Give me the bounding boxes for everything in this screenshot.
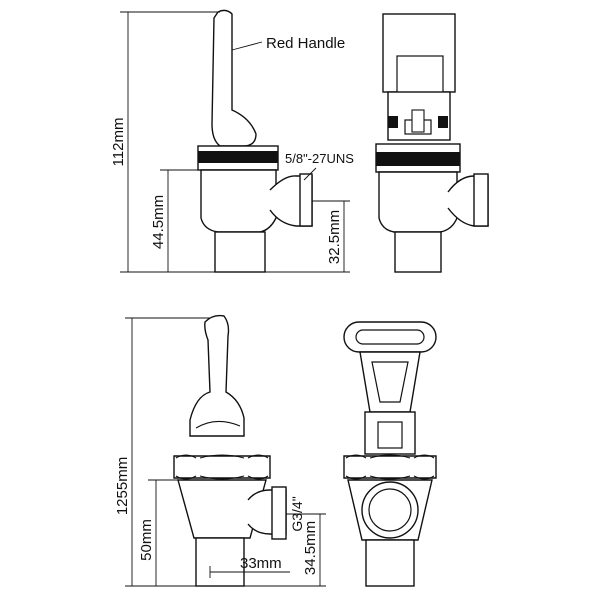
- bottom-right-hex-nut: [343, 455, 437, 479]
- bottom-right-spout: [365, 539, 415, 587]
- top-front-view: [375, 13, 489, 273]
- body-height-bottom-label: 50mm: [138, 519, 155, 561]
- red-handle-shape: [211, 9, 257, 147]
- outlet-height-top-label: 32.5mm: [326, 210, 343, 264]
- bottom-left-hex-nut: [173, 455, 271, 479]
- top-left-collar-band: [198, 151, 278, 163]
- bottom-left-spout: [195, 537, 245, 587]
- height-top-label: 112mm: [110, 118, 127, 167]
- top-right-body: [378, 171, 458, 233]
- bottom-side-view: [173, 314, 287, 587]
- body-height-top-label: 44.5mm: [150, 195, 167, 249]
- outlet-height-bottom-label: 34.5mm: [302, 521, 319, 575]
- top-right-spout: [394, 231, 442, 273]
- outlet-width-bottom-label: 33mm: [240, 555, 282, 572]
- bottom-left-annotations: 1255mm 50mm 33mm G3/4" 34.5mm: [114, 317, 326, 587]
- bottom-left-handle: [189, 314, 245, 437]
- top-left-annotations: Red Handle 5/8"-27UNS 112mm 44.5mm 32.5m…: [110, 11, 354, 273]
- top-left-body: [200, 169, 277, 233]
- bottom-left-body: [177, 479, 267, 539]
- bottom-front-view: [343, 321, 437, 587]
- top-left-spout: [214, 231, 266, 273]
- height-bottom-label: 1255mm: [114, 457, 131, 515]
- thread-spec-label: 5/8"-27UNS: [285, 151, 354, 166]
- red-handle-label: Red Handle: [266, 35, 345, 52]
